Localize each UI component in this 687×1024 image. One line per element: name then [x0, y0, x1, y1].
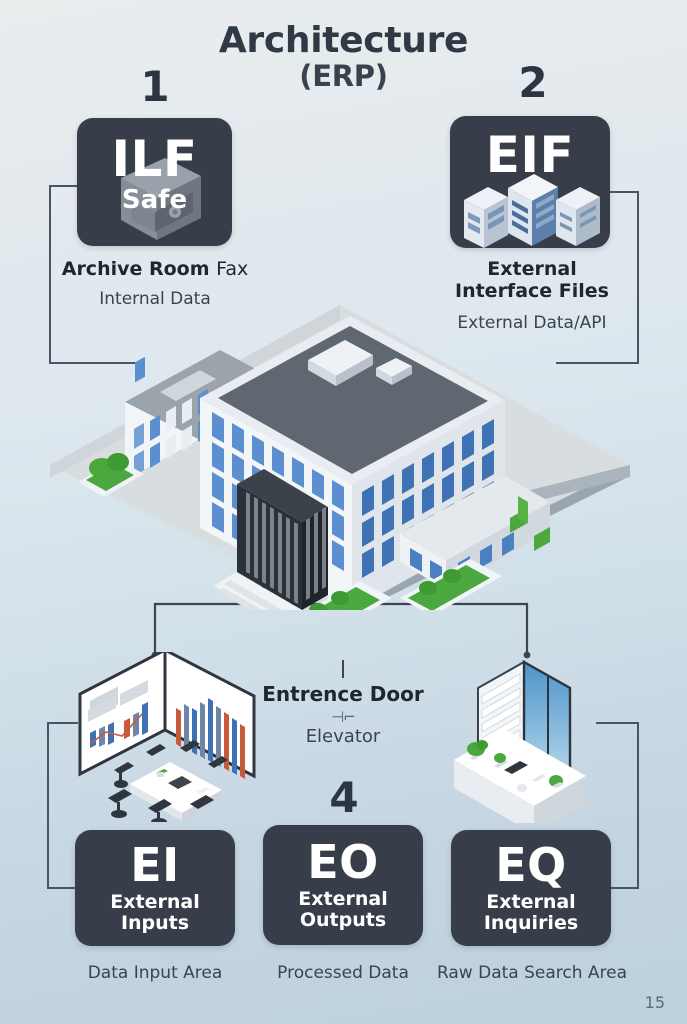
meeting-room-illustration: [78, 652, 256, 822]
main-building-illustration: [50, 305, 630, 610]
caption-eif-bold-line1: External: [487, 258, 577, 280]
caption-ilf-bold-thin: Fax: [216, 258, 249, 280]
page-number: 15: [644, 993, 665, 1012]
caption-ilf-light: Internal Data: [99, 289, 211, 309]
card-ilf[interactable]: ILF Safe: [77, 118, 232, 246]
card-eq-subtitle-line1: External: [486, 890, 576, 913]
center-separator-glyph: ⊣⌐: [331, 708, 356, 726]
reception-illustration: [454, 659, 586, 823]
caption-eq-light: Raw Data Search Area: [436, 963, 628, 983]
caption-ei-light: Data Input Area: [87, 963, 223, 983]
card-ei-code: EI: [130, 837, 180, 892]
card-ei-subtitle-line2: Inputs: [120, 912, 190, 934]
caption-eo-light: Processed Data: [277, 963, 409, 983]
card-eo[interactable]: EO External Outputs: [263, 825, 423, 945]
caption-ilf-bold-main: Archive Room: [61, 258, 210, 280]
title-line-2: (ERP): [299, 58, 388, 93]
center-label-light: Elevator: [305, 726, 381, 747]
card-eq[interactable]: EQ External Inquiries: [451, 830, 611, 946]
buildings-icon: [464, 174, 600, 248]
card-eq-subtitle: External Inquiries: [483, 890, 579, 935]
card-ei-subtitle: External Inputs: [110, 890, 200, 935]
step-number-4: 4: [329, 773, 359, 822]
card-eo-subtitle-line1: External: [298, 887, 388, 910]
step-number-2: 2: [518, 58, 548, 107]
caption-eif-bold-line2: Interface Files: [455, 279, 609, 302]
card-eif[interactable]: EIF: [450, 116, 610, 248]
card-ilf-subtitle: Safe: [121, 185, 188, 215]
page-title: Architecture (ERP): [0, 20, 687, 93]
title-line-1: Architecture: [218, 20, 469, 61]
card-ilf-code: ILF: [111, 130, 198, 188]
card-eq-code: EQ: [495, 837, 567, 892]
center-label-bold: Entrence Door: [262, 682, 424, 706]
card-eif-code: EIF: [485, 126, 575, 184]
card-eo-code: EO: [307, 834, 379, 889]
caption-eif-light: External Data/API: [457, 313, 607, 333]
card-eo-subtitle-line2: Outputs: [299, 909, 387, 931]
caption-eif-bold: External Interface Files: [412, 258, 652, 303]
safe-icon: [121, 158, 201, 240]
card-eo-subtitle: External Outputs: [298, 887, 388, 932]
caption-ilf-bold: Archive Room Fax: [34, 258, 276, 281]
step-number-1: 1: [140, 62, 170, 111]
card-eq-subtitle-line2: Inquiries: [483, 912, 579, 934]
card-ei[interactable]: EI External Inputs: [75, 830, 235, 946]
card-ei-subtitle-line1: External: [110, 890, 200, 913]
